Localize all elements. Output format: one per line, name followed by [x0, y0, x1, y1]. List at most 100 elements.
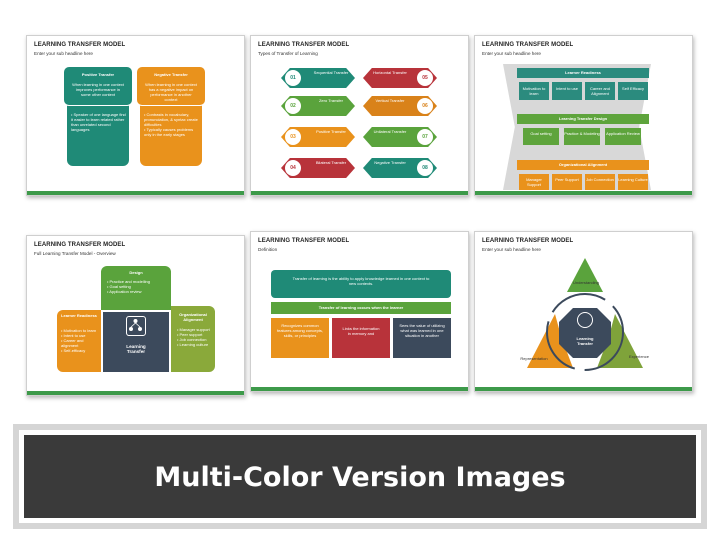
slide-bottom-bar [475, 387, 692, 391]
center-label: Learning Transfer [576, 336, 594, 346]
block-heading: Learner Readiness [61, 313, 97, 318]
slide-thumbnail-2[interactable]: LEARNING TRANSFER MODEL Types of Transfe… [250, 35, 469, 196]
positive-transfer-bullets: Speaker of one language find it easier t… [71, 112, 127, 132]
condition-box-1 [271, 318, 329, 358]
bullet: Self-efficacy [61, 348, 101, 353]
slide-thumbnail-5[interactable]: LEARNING TRANSFER MODEL Definition Trans… [250, 231, 469, 392]
slide-title: LEARNING TRANSFER MODEL [34, 242, 126, 248]
slide-bottom-bar [27, 191, 244, 195]
bullet: Speaker of one language find it easier t… [71, 112, 127, 132]
number-badge: 02 [285, 98, 301, 114]
cycle-label-representation: Representation [520, 356, 548, 361]
slide-subtitle: Types of Transfer of Learning [258, 51, 318, 56]
cycle-label-experience: Experience [628, 354, 649, 359]
negative-transfer-desc: When learning in one context has a negat… [145, 82, 197, 102]
bullet: Intent to use [61, 333, 101, 338]
center-octagon [559, 308, 611, 358]
positive-transfer-heading: Positive Transfer [81, 72, 115, 77]
block-heading: Organizational Alignment [179, 312, 207, 322]
bullet: Motivation to learn [61, 328, 101, 333]
negative-transfer-header [136, 66, 206, 106]
item-box [552, 82, 582, 100]
section-heading: Learning Transfer Design [558, 116, 608, 121]
bullet: Goal setting [107, 284, 169, 289]
slide-title: LEARNING TRANSFER MODEL [258, 238, 350, 244]
number-badge: 05 [417, 70, 433, 86]
transfer-type-label: Unilateral Transfer [373, 129, 407, 134]
item-label: Intent to use [555, 86, 578, 91]
slide-title: LEARNING TRANSFER MODEL [258, 42, 350, 48]
number-badge: 08 [417, 160, 433, 176]
item-label: Motivation to learn [522, 86, 546, 96]
condition-text: Links the information in memory and [342, 326, 380, 336]
item-box [523, 128, 559, 145]
item-box [618, 82, 648, 100]
people-network-icon [577, 312, 593, 328]
transfer-type-label: Vertical Transfer [375, 98, 405, 103]
bullet: Manager support [177, 327, 217, 332]
learning-transfer-design-header [517, 114, 649, 124]
item-label: Application Review [606, 131, 640, 136]
banner-title: Multi-Color Version Images [154, 462, 566, 493]
slide-bottom-bar [251, 191, 468, 195]
item-label: Self Efficacy [622, 86, 644, 91]
bullet: Contrasts in vocabulary, pronunciation, … [144, 112, 200, 127]
bullet: Application review [107, 289, 169, 294]
item-label: Practice & Modeling [564, 131, 600, 136]
condition-text: Sees the value of utilizing what was lea… [399, 323, 445, 338]
item-box [519, 174, 549, 190]
understanding-segment [567, 258, 603, 292]
occurs-text: Transfer of learning occurs when the lea… [318, 305, 404, 310]
slide-thumbnail-3[interactable]: LEARNING TRANSFER MODEL Enter your sub h… [474, 35, 693, 196]
negative-transfer-heading: Negative Transfer [154, 72, 188, 77]
item-box [618, 174, 648, 190]
bullet: Career and alignment [61, 338, 101, 348]
readiness-bullets: Motivation to learn Intent to use Career… [61, 328, 101, 353]
slide-title: LEARNING TRANSFER MODEL [482, 42, 574, 48]
item-box [585, 174, 615, 190]
positive-transfer-header [63, 66, 133, 106]
transfer-type-label: Negative Transfer [374, 160, 406, 165]
item-label: Learning Culture [618, 177, 648, 182]
item-label: Manager Support [526, 177, 542, 187]
cycle-label-understanding: Understanding [572, 280, 600, 285]
transfer-type-label: Bilateral Transfer [315, 160, 347, 165]
number-badge: 03 [285, 129, 301, 145]
slide-thumbnail-6[interactable]: LEARNING TRANSFER MODEL Enter your sub h… [474, 231, 693, 392]
slide-subtitle: Enter your sub headline here [34, 51, 93, 56]
slide-bottom-bar [251, 387, 468, 391]
item-box [519, 82, 549, 100]
occurs-box [271, 302, 451, 314]
condition-box-2 [332, 318, 390, 358]
definition-box [271, 270, 451, 298]
slide-title: LEARNING TRANSFER MODEL [34, 42, 126, 48]
positive-transfer-desc: When learning in one context improves pe… [72, 82, 124, 97]
bullet: Job connection [177, 337, 217, 342]
number-badge: 04 [285, 160, 301, 176]
section-heading: Organizational Alignment [558, 162, 608, 167]
transfer-type-label: Horizontal Transfer [373, 70, 407, 75]
number-badge: 01 [285, 70, 301, 86]
item-box [585, 82, 615, 100]
slide-subtitle: Definition [258, 247, 278, 252]
transfer-type-label: Zero Transfer [318, 98, 343, 103]
slide-thumbnail-1[interactable]: LEARNING TRANSFER MODEL Enter your sub h… [26, 35, 245, 196]
transfer-type-label: Positive Transfer [316, 129, 346, 134]
triangle-cycle-diagram [527, 258, 643, 371]
number-badge: 07 [417, 129, 433, 145]
slide-subtitle: Enter your sub headline here [482, 247, 541, 252]
slide-subtitle: Full Learning Transfer Model - Overview [34, 251, 116, 256]
definition-text: Transfer of learning is the ability to a… [292, 276, 430, 286]
alignment-bullets: Manager support Peer support Job connect… [177, 327, 217, 347]
slide-subtitle: Enter your sub headline here [482, 51, 541, 56]
slide-bottom-bar [27, 391, 244, 395]
version-banner: Multi-Color Version Images [13, 424, 707, 529]
slide-title: LEARNING TRANSFER MODEL [482, 238, 574, 244]
bullet: Peer support [177, 332, 217, 337]
bullet: Learning culture [177, 342, 217, 347]
slide-thumbnail-4[interactable]: LEARNING TRANSFER MODEL Full Learning Tr… [26, 235, 245, 396]
section-heading: Learner Readiness [565, 70, 601, 75]
item-box [605, 128, 641, 145]
negative-transfer-bullets: Contrasts in vocabulary, pronunciation, … [144, 112, 200, 137]
item-box [564, 128, 600, 145]
